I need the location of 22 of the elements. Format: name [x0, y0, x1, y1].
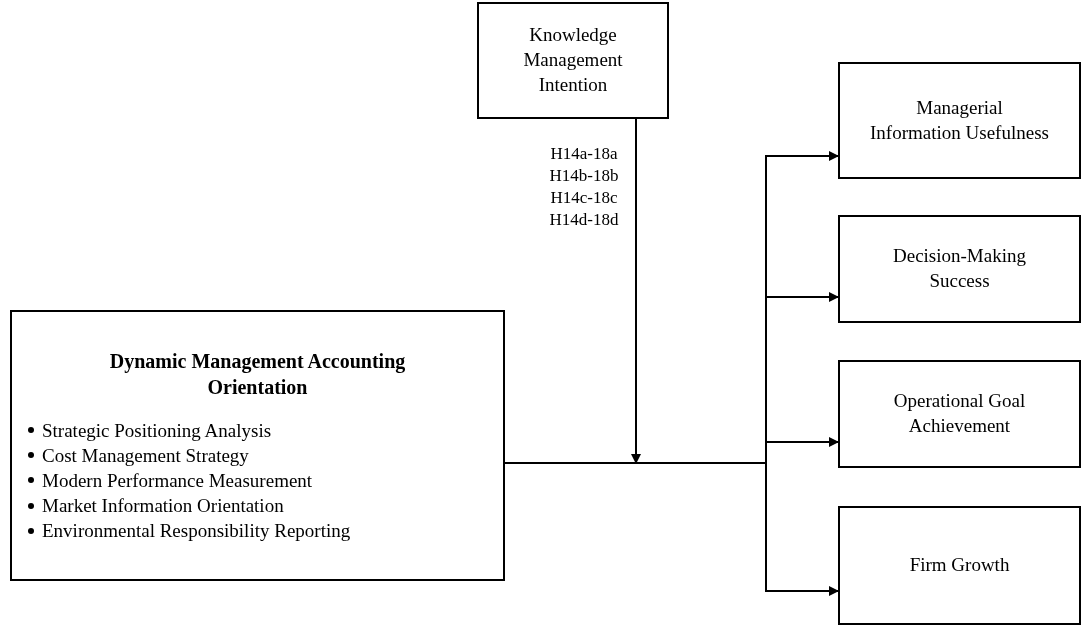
construct-box — [838, 506, 1081, 625]
construct-box — [477, 2, 669, 119]
bullet-item: Cost Management Strategy — [42, 443, 249, 468]
bullet-item: Market Information Orientation — [42, 494, 284, 519]
hypothesis-label: H14b-18b — [548, 165, 620, 188]
construct-box — [10, 310, 505, 581]
box-label: Firm Growth — [909, 553, 1010, 578]
construct-box — [838, 62, 1081, 179]
bullet-item: Strategic Positioning Analysis — [42, 418, 272, 443]
construct-box — [838, 360, 1081, 468]
box-label: Knowledge Management Intention — [522, 23, 624, 97]
construct-box — [838, 215, 1081, 323]
hypothesis-label: H14a-18a — [549, 143, 619, 165]
box-label: Managerial Information Usefulness — [870, 95, 1049, 145]
bullet-item: Environmental Responsibility Reporting — [42, 519, 351, 544]
hypothesis-label: H14c-18c — [549, 187, 619, 210]
bullet-item: Modern Performance Measurement — [42, 468, 313, 493]
box-label: Decision-Making Success — [892, 244, 1027, 293]
arrow — [631, 118, 641, 464]
box-heading: Dynamic Management Accounting Orientation — [108, 348, 407, 400]
hypothesis-label: H14d-18d — [548, 209, 620, 232]
box-label: Operational Goal Achievement — [892, 389, 1027, 438]
